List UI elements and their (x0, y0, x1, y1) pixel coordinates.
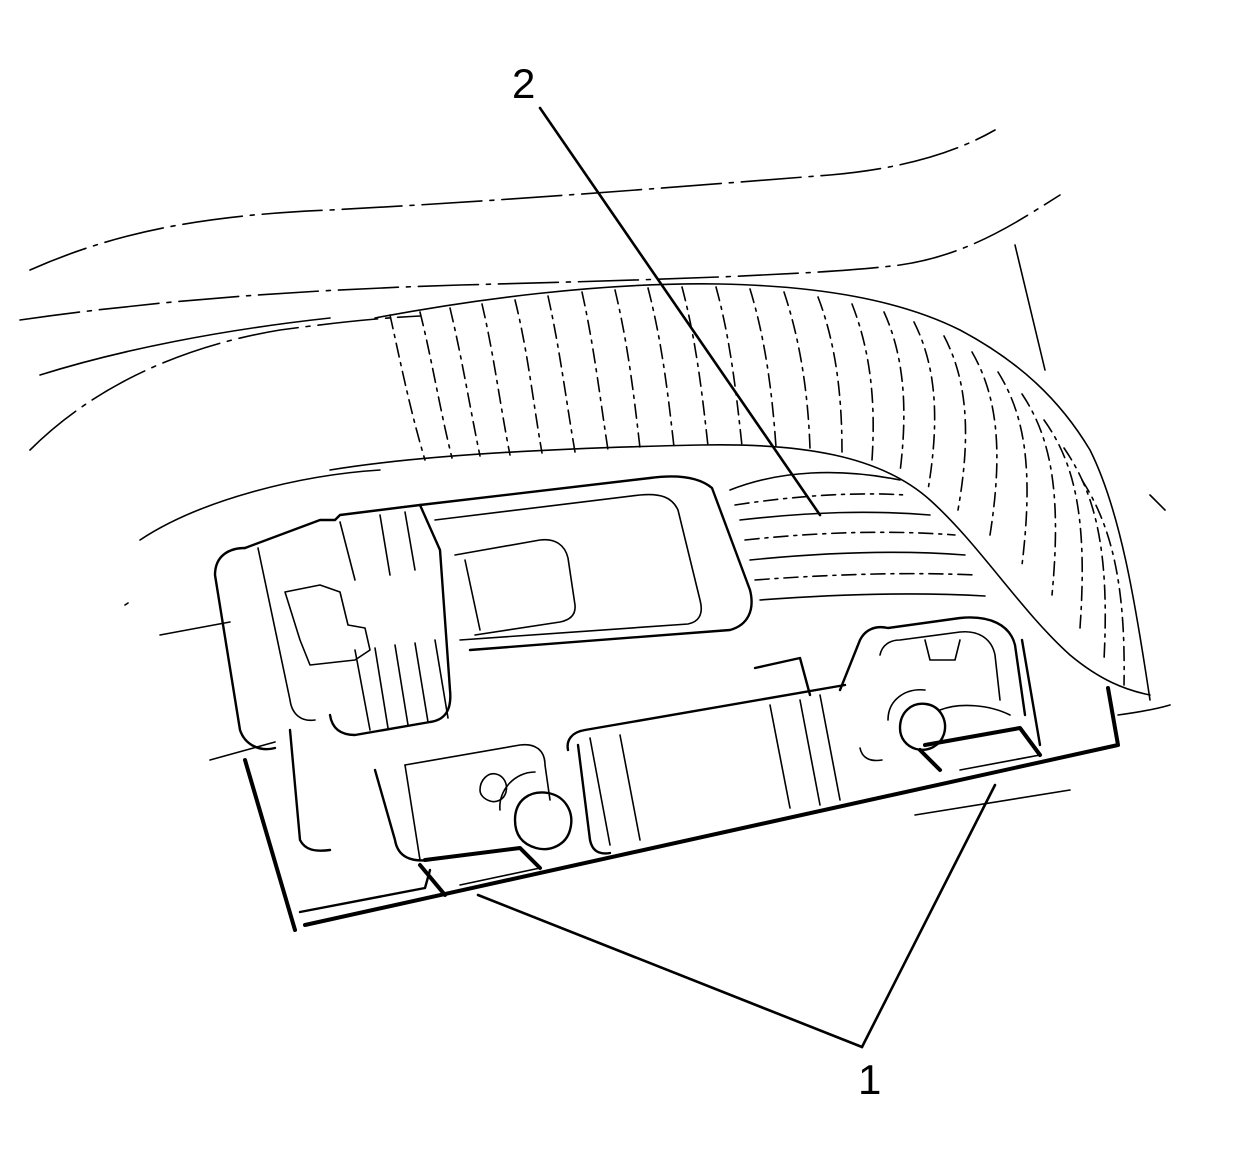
body-panel-contours (19, 129, 1171, 716)
callout-label-2: 2 (512, 60, 535, 107)
leader-line-1a (476, 893, 864, 1049)
mounting-bracket (243, 616, 1120, 932)
leader-line-2 (538, 106, 822, 517)
connector-wires (139, 469, 986, 761)
electrical-connector (213, 475, 753, 751)
leader-line-1b (860, 783, 997, 1049)
callout-leaders (476, 106, 997, 1049)
callout-label-1: 1 (858, 1056, 881, 1103)
wiring-harness-conduit (329, 283, 1151, 701)
